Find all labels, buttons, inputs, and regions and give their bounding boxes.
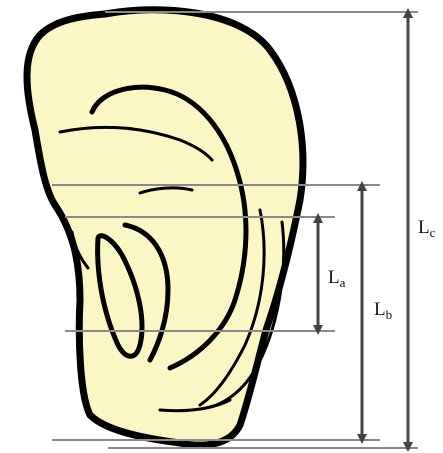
label-la: La (328, 267, 346, 290)
measurement-arrows (318, 13, 408, 447)
label-lc: Lc (418, 217, 436, 240)
ear-illustration (27, 10, 303, 445)
label-lb: Lb (374, 299, 392, 322)
